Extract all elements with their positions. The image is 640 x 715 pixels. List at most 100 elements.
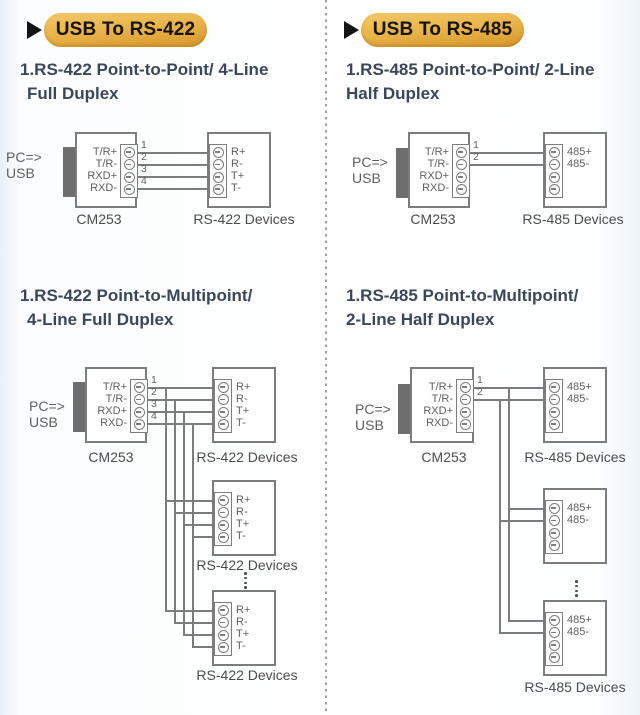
screw-terminal-icon — [123, 183, 135, 195]
wire — [192, 646, 214, 648]
device-pin-label: 485- — [567, 158, 590, 170]
device-pin-label: T+ — [236, 628, 250, 640]
screw-terminal-icon — [548, 515, 560, 527]
screw-terminal-icon — [548, 159, 560, 171]
adapter-caption: CM253 — [421, 449, 467, 465]
badge-label: USB To RS-422 — [55, 19, 196, 40]
ellipsis-dot — [244, 576, 247, 580]
wire — [192, 423, 194, 648]
adapter-pin-label: T/R- — [105, 393, 127, 405]
wire — [174, 512, 214, 514]
adapter-pin-label: T/R+ — [424, 146, 449, 158]
screw-terminal-icon — [123, 171, 135, 183]
screw-terminal-icon — [548, 527, 560, 539]
wire — [508, 387, 510, 622]
adapter-caption: CM253 — [76, 211, 122, 227]
wire-number: 1 — [141, 139, 147, 151]
wire — [165, 387, 167, 612]
adapter-caption: CM253 — [88, 449, 134, 465]
adapter-pin-label: RXD- — [426, 417, 453, 429]
host-label: PC=> USB — [29, 398, 65, 430]
screw-terminal-icon — [212, 147, 224, 158]
device-pin-label: 485+ — [567, 502, 592, 514]
device-caption: RS-422 Devices — [196, 557, 298, 573]
terminal-block — [545, 500, 563, 554]
column-divider — [325, 0, 327, 715]
screw-terminal-icon — [217, 394, 229, 406]
wire — [183, 524, 214, 526]
wire-number: 3 — [151, 398, 157, 410]
ellipsis-dot — [575, 589, 578, 593]
adapter-pin-label: RXD- — [422, 182, 449, 194]
host-label: PC=> USB — [355, 401, 391, 433]
device-caption: RS-485 Devices — [524, 449, 626, 465]
ellipsis-dot — [244, 586, 247, 589]
screw-terminal-icon — [548, 651, 560, 663]
device-pin-label: R+ — [236, 494, 251, 506]
ellipsis-icon — [244, 572, 247, 589]
device-pin-label: R+ — [236, 381, 251, 393]
screw-terminal-icon — [548, 171, 560, 183]
wire — [138, 188, 209, 190]
pointer-triangle-icon — [27, 21, 42, 39]
usb-plug — [63, 147, 75, 197]
wire-number: 2 — [151, 386, 157, 398]
device-pin-label: 485+ — [567, 381, 592, 393]
terminal-block — [545, 379, 563, 433]
screw-terminal-icon — [217, 531, 229, 543]
wire-number: 2 — [477, 386, 483, 398]
screw-terminal-icon — [217, 418, 229, 430]
adapter-pin-label: RXD- — [90, 182, 117, 194]
adapter-pin-label: T/R- — [431, 393, 453, 405]
wire-number: 1 — [473, 139, 479, 151]
screw-terminal-icon — [217, 641, 229, 653]
device-pin-label: T+ — [236, 405, 250, 417]
wire — [138, 152, 209, 154]
adapter-pin-label: T/R+ — [92, 146, 117, 158]
terminal-block — [545, 144, 563, 198]
screw-terminal-icon — [548, 406, 560, 418]
wire — [183, 634, 214, 636]
wire — [174, 622, 214, 624]
wire-number: 1 — [477, 374, 483, 386]
adapter-pin-label: RXD- — [100, 417, 127, 429]
usb-plug — [398, 384, 410, 434]
screw-terminal-icon — [217, 507, 229, 519]
device-pin-label: T+ — [231, 170, 245, 182]
device-pin-label: R+ — [231, 146, 246, 158]
screw-terminal-icon — [459, 418, 471, 430]
wire-number: 4 — [141, 175, 147, 187]
wire-number: 2 — [473, 151, 479, 163]
screw-terminal-icon — [455, 147, 467, 158]
screw-terminal-icon — [133, 382, 145, 393]
adapter-pin-label: T/R- — [427, 158, 449, 170]
screw-terminal-icon — [217, 605, 229, 616]
ellipsis-dot — [244, 572, 247, 575]
terminal-block — [456, 379, 474, 433]
wire — [148, 399, 214, 401]
ellipsis-dot — [575, 584, 578, 588]
screw-terminal-icon — [459, 382, 471, 393]
device-pin-label: R- — [231, 158, 243, 170]
ellipsis-dot — [244, 581, 247, 585]
screw-terminal-icon — [217, 617, 229, 629]
ellipsis-dot — [575, 580, 578, 583]
host-label: PC=> USB — [352, 154, 388, 186]
screw-terminal-icon — [123, 159, 135, 171]
device-pin-label: T- — [236, 530, 246, 542]
wire-number: 1 — [151, 374, 157, 386]
usb-to-rs485-badge: USB To RS-485 — [361, 13, 524, 47]
screw-terminal-icon — [548, 183, 560, 195]
section-title-rs422-p2p: 1.RS-422 Point-to-Point/ 4-Line Full Dup… — [20, 60, 269, 103]
screw-terminal-icon — [548, 147, 560, 158]
section-title-rs422-multipoint: 1.RS-422 Point-to-Multipoint/ 4-Line Ful… — [20, 286, 253, 329]
terminal-block — [452, 144, 470, 198]
screw-terminal-icon — [455, 183, 467, 195]
screw-terminal-icon — [548, 394, 560, 406]
adapter-pin-label: T/R- — [95, 158, 117, 170]
wire — [183, 411, 185, 636]
wire — [499, 520, 545, 522]
wire — [138, 176, 209, 178]
adapter-caption: CM253 — [410, 211, 456, 227]
